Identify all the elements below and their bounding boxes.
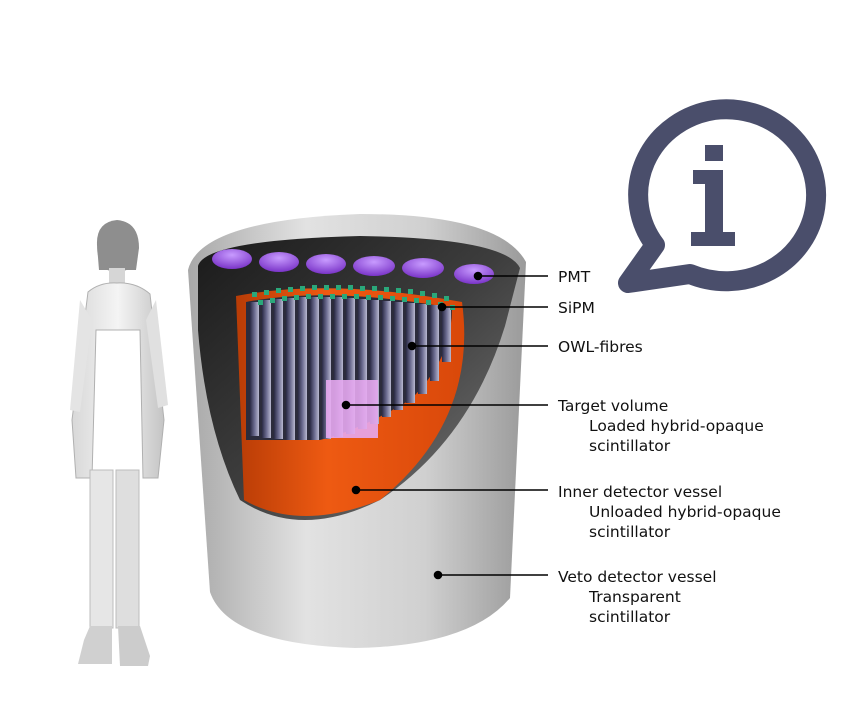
label-veto-sub1: Transparent bbox=[588, 588, 681, 606]
info-speech-bubble-icon[interactable] bbox=[618, 99, 827, 293]
label-target-title: Target volume bbox=[557, 397, 668, 415]
label-owl-fibres: OWL-fibres bbox=[558, 338, 643, 356]
sipm-grid bbox=[252, 285, 455, 310]
label-inner-title: Inner detector vessel bbox=[558, 483, 722, 501]
leader-lines bbox=[341, 271, 548, 580]
owl-fibres bbox=[250, 297, 451, 440]
pmt-row bbox=[212, 249, 494, 284]
label-veto-sub2: scintillator bbox=[589, 608, 671, 626]
person-figure bbox=[70, 220, 168, 666]
label-sipm: SiPM bbox=[558, 299, 595, 317]
label-target-sub2: scintillator bbox=[589, 437, 671, 455]
label-inner-sub1: Unloaded hybrid-opaque bbox=[589, 503, 781, 521]
label-veto-title: Veto detector vessel bbox=[558, 568, 717, 586]
target-volume bbox=[326, 380, 378, 438]
label-pmt: PMT bbox=[558, 268, 591, 286]
label-target-sub1: Loaded hybrid-opaque bbox=[589, 417, 764, 435]
label-inner-sub2: scintillator bbox=[589, 523, 671, 541]
